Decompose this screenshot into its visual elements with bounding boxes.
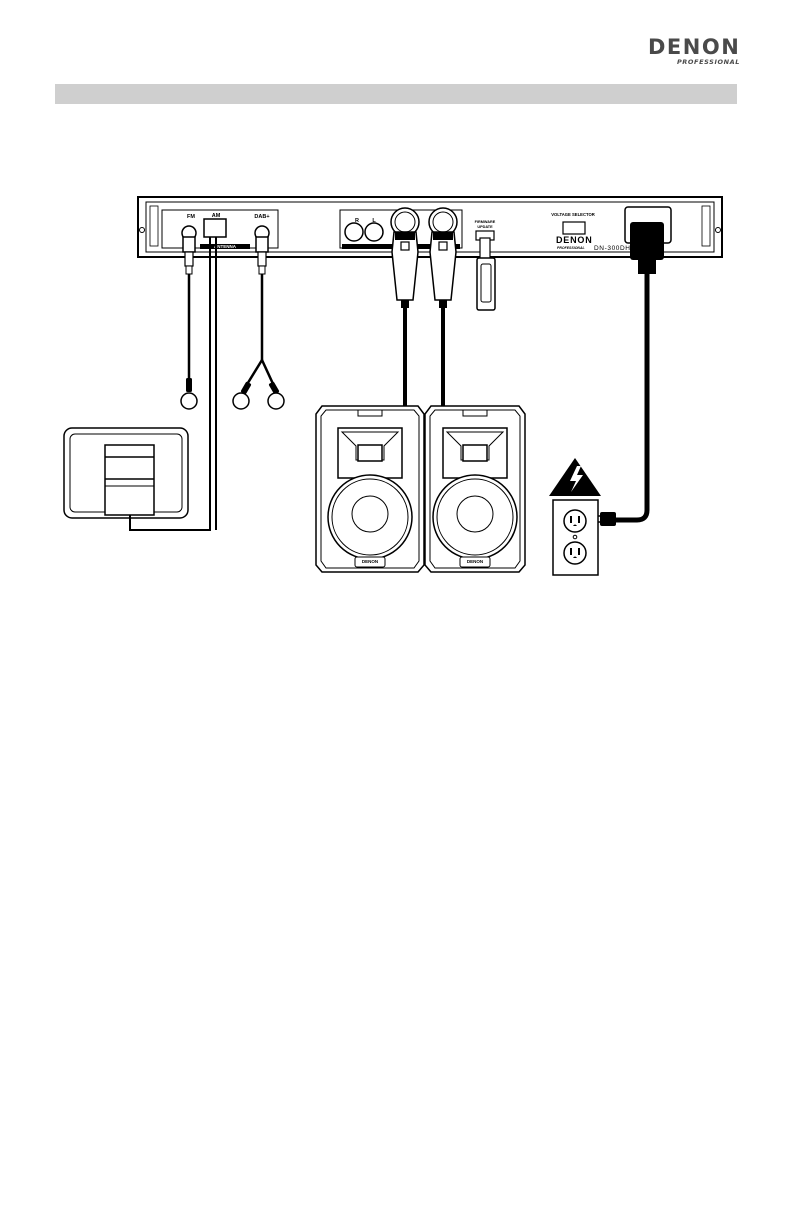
logo-brand: DENON xyxy=(648,36,740,58)
panel-brand-sub: PROFESSIONAL xyxy=(557,246,585,250)
electrical-warning-icon xyxy=(549,458,601,496)
model-label: DN-300DH xyxy=(594,245,631,252)
fm-label: FM xyxy=(187,214,195,220)
speaker-right-brand: DENON xyxy=(467,559,483,564)
logo-sub: PROFESSIONAL xyxy=(648,58,740,67)
power-cable xyxy=(591,222,664,526)
speaker-left: DENON xyxy=(316,406,424,572)
antenna-label: ANTENNA xyxy=(214,244,237,249)
speaker-right: DENON xyxy=(425,406,525,572)
panel-brand: DENON xyxy=(556,235,593,245)
firmware-label-2: UPDATE xyxy=(477,225,493,229)
speaker-left-brand: DENON xyxy=(362,559,378,564)
denon-professional-logo: DENON PROFESSIONAL xyxy=(648,36,740,67)
voltage-selector-switch xyxy=(563,222,585,234)
wall-outlet xyxy=(553,500,598,575)
am-loop-antenna xyxy=(64,237,216,530)
xlr-cable-right xyxy=(429,208,457,410)
rca-r-jack xyxy=(345,223,363,241)
rca-l-jack xyxy=(365,223,383,241)
am-label: AM xyxy=(212,213,221,219)
section-header-bar xyxy=(55,84,737,104)
xlr-cable-left xyxy=(391,208,419,410)
voltage-selector-label: VOLTAGE SELECTOR xyxy=(551,212,595,217)
connection-diagram: FM AM ANTENNA DAB+ R L FIRMWARE UPDATE V… xyxy=(0,180,793,600)
dab-label: DAB+ xyxy=(254,214,269,220)
firmware-label-1: FIRMWARE xyxy=(475,220,496,224)
